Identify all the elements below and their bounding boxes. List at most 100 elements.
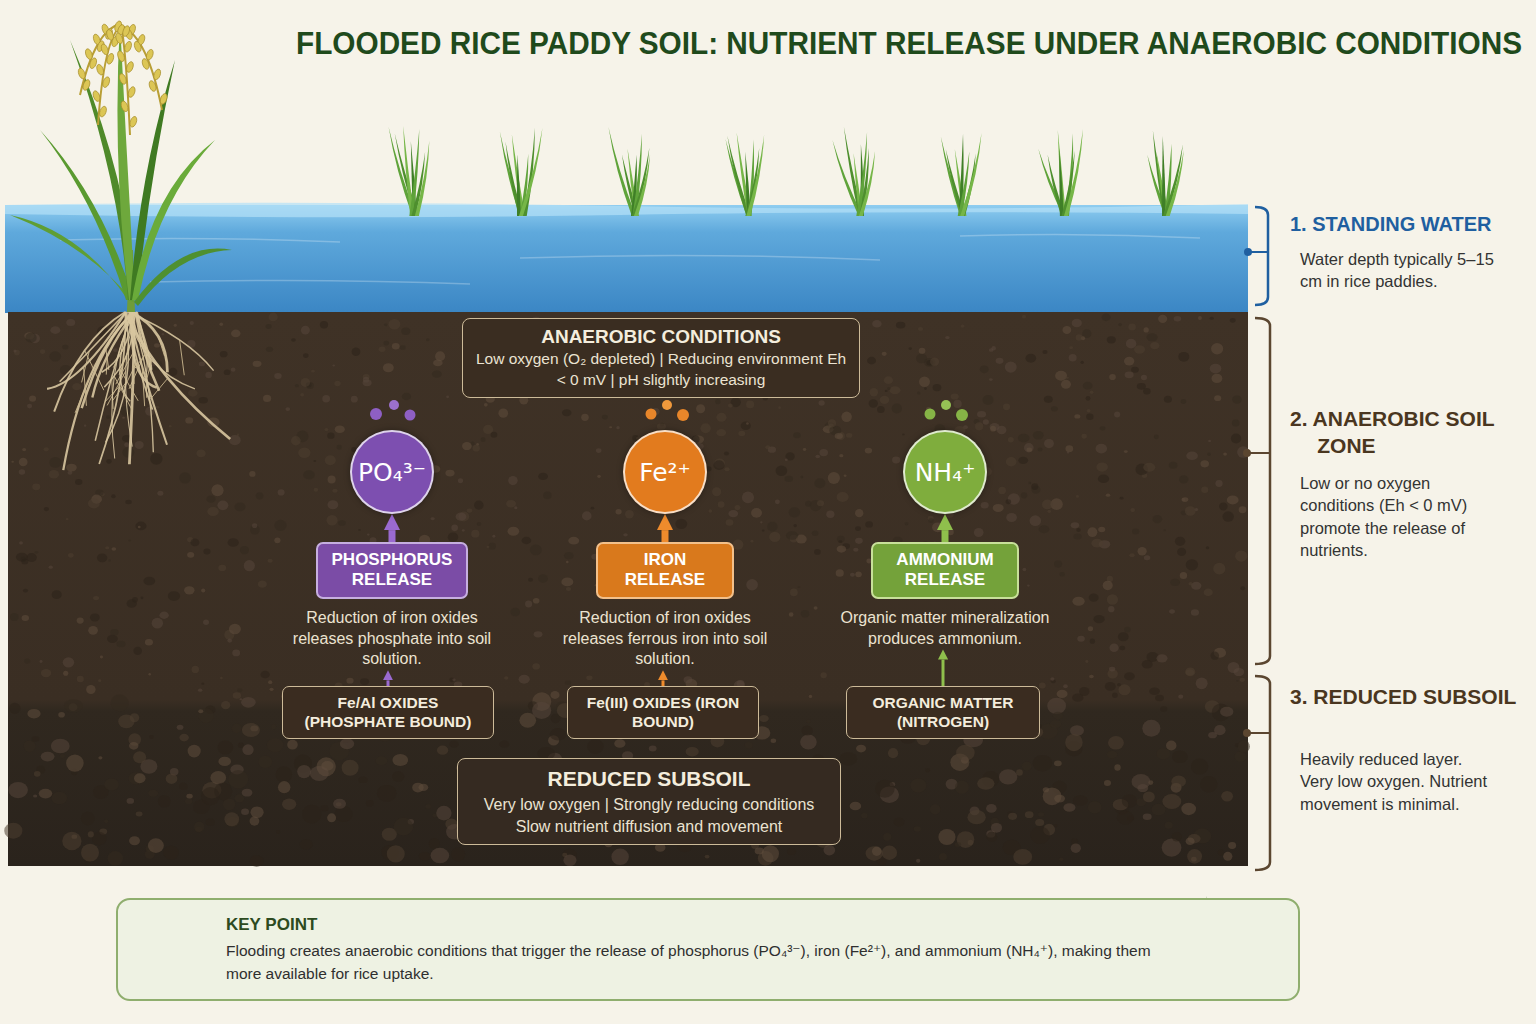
soil-particles	[1232, 419, 1240, 426]
soil-particles	[49, 457, 61, 468]
flow-arrow	[662, 530, 669, 542]
soil-particles	[68, 553, 74, 558]
soil-particles	[392, 771, 404, 781]
soil-particles	[1157, 748, 1170, 760]
soil-particles	[104, 820, 108, 823]
soil-particles	[383, 341, 389, 346]
soil-particles	[1081, 361, 1084, 364]
soil-particles	[86, 685, 95, 694]
soil-particles	[905, 522, 909, 526]
soil-particles	[1186, 452, 1198, 461]
release-box: PHOSPHORUS RELEASEReduction of iron oxid…	[276, 542, 508, 670]
soil-particles	[746, 422, 749, 424]
soil-particles	[249, 471, 255, 477]
soil-particles	[686, 747, 699, 757]
soil-particles	[210, 771, 226, 784]
soil-particles	[93, 596, 99, 600]
soil-particles	[1090, 639, 1095, 644]
soil-particles	[989, 348, 994, 352]
soil-particles	[1103, 581, 1113, 591]
soil-particles	[111, 694, 129, 711]
rice-plant	[10, 20, 232, 312]
soil-particles	[1200, 776, 1217, 792]
soil-particles	[196, 449, 205, 457]
rice-grains	[106, 53, 115, 65]
source-label: ORGANIC MATTER (NITROGEN)	[855, 693, 1031, 732]
soil-particles	[367, 534, 370, 536]
soil-particles	[738, 431, 745, 436]
soil-particles	[27, 404, 32, 409]
soil-particles	[587, 739, 603, 754]
soil-particles	[88, 831, 94, 837]
soil-particles	[896, 322, 905, 329]
soil-particles	[148, 790, 158, 797]
soil-particles	[1211, 343, 1223, 355]
soil-particles	[276, 766, 292, 782]
soil-particles	[39, 789, 53, 799]
soil-particles	[675, 519, 687, 529]
soil-particles	[177, 725, 184, 730]
soil-particles	[1005, 362, 1017, 373]
soil-particles	[474, 501, 484, 510]
soil-particles	[1022, 568, 1026, 571]
soil-particles	[452, 679, 455, 681]
rice-roots	[131, 312, 167, 372]
rice-roots	[151, 378, 168, 399]
soil-particles	[451, 525, 458, 532]
nutrient-bubbles	[370, 408, 382, 420]
rice-grains	[77, 20, 168, 128]
soil-particles	[44, 507, 49, 511]
soil-particles	[250, 855, 264, 866]
soil-particles	[609, 426, 612, 428]
soil-particles	[1231, 434, 1241, 444]
soil-particles	[987, 832, 997, 842]
soil-particles	[29, 396, 36, 402]
soil-particles	[1098, 527, 1105, 533]
soil-particles	[376, 756, 388, 765]
soil-particles	[532, 702, 551, 719]
source-box: ORGANIC MATTER (NITROGEN)	[846, 686, 1040, 739]
soil-particles	[237, 688, 242, 692]
soil-particles	[301, 378, 310, 387]
soil-particles	[837, 492, 849, 502]
soil-particles	[235, 794, 244, 802]
soil-particles	[491, 432, 498, 438]
soil-particles	[1156, 654, 1167, 662]
soil-particles	[856, 745, 866, 753]
soil-particles	[125, 500, 131, 505]
soil-particles	[989, 378, 993, 381]
soil-particles	[4, 313, 1250, 867]
soil-particles	[97, 553, 107, 562]
rice-roots	[147, 360, 152, 378]
soil-particles	[152, 618, 163, 629]
soil-particles	[44, 447, 49, 451]
soil-particles	[303, 470, 315, 479]
soil-particles	[133, 751, 146, 763]
soil-particles	[861, 813, 867, 818]
soil-particles	[241, 697, 256, 708]
soil-particles	[1120, 497, 1124, 500]
nutrient-bubbles	[405, 410, 416, 421]
soil-particles	[1235, 751, 1246, 761]
soil-particles	[132, 597, 138, 602]
soil-particles	[700, 423, 710, 433]
soil-particles	[322, 395, 330, 402]
soil-particles	[108, 851, 123, 866]
soil-particles	[324, 428, 328, 431]
soil-particles	[1073, 533, 1081, 539]
soil-particles	[800, 735, 817, 750]
soil-particles	[297, 765, 311, 778]
soil-particles	[1076, 334, 1083, 340]
soil-particles	[267, 738, 284, 752]
rice-grains	[114, 32, 123, 44]
soil-particles	[287, 740, 298, 750]
soil-particles	[1210, 317, 1214, 320]
soil-particles	[124, 443, 129, 447]
soil-particles	[1124, 672, 1135, 680]
soil-particles	[892, 404, 902, 414]
soil-particles	[1114, 764, 1120, 770]
soil-particles	[930, 358, 939, 366]
soil-particles	[270, 688, 274, 691]
soil-particles	[157, 491, 163, 496]
soil-particles	[1042, 350, 1047, 354]
